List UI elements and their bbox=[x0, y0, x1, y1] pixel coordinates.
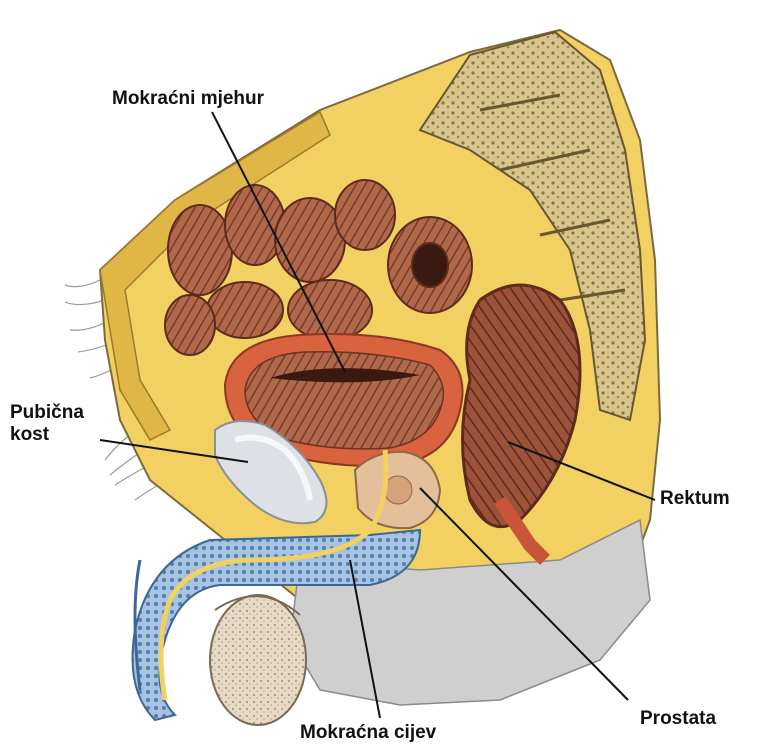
label-rectum: Rektum bbox=[660, 488, 730, 510]
testis bbox=[210, 595, 306, 725]
label-pubic-bone-line1: Pubična bbox=[10, 402, 84, 424]
label-pubic-bone: Pubična kost bbox=[10, 402, 84, 446]
label-prostate: Prostata bbox=[640, 708, 716, 730]
label-pubic-bone-line2: kost bbox=[10, 424, 84, 446]
label-urethra: Mokraćna cijev bbox=[300, 722, 436, 744]
label-urinary-bladder: Mokraćni mjehur bbox=[112, 88, 264, 110]
